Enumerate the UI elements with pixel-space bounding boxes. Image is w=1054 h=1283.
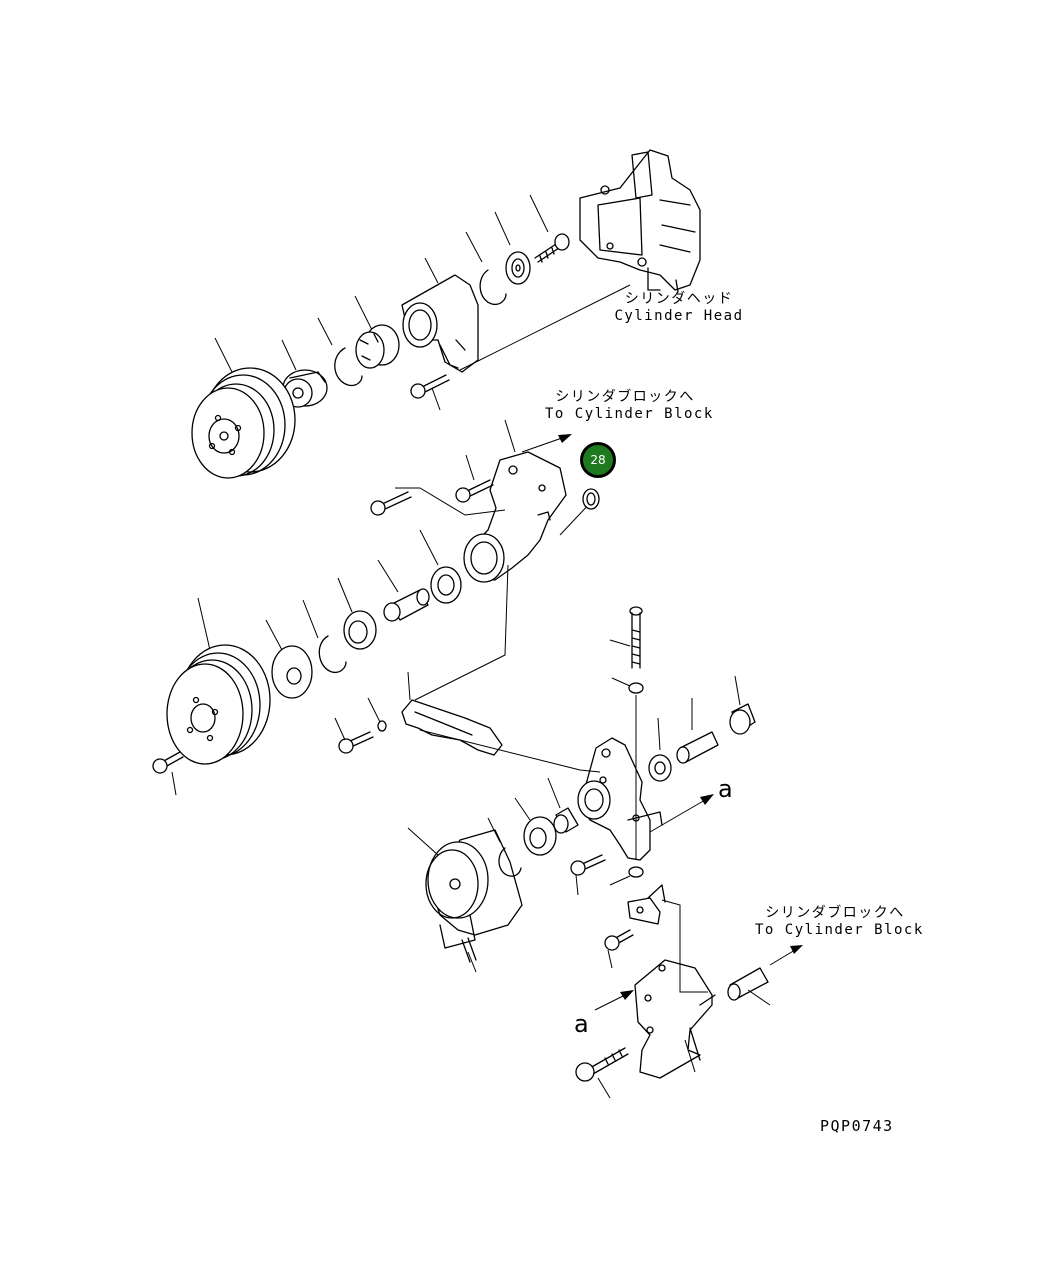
- lower-tensioner-bracket: [577, 737, 663, 861]
- snap-ring: [334, 347, 363, 387]
- to-cylinder-block-label-1-jp: シリンダブロックへ: [555, 389, 695, 405]
- to-cylinder-block-label-1-en: To Cylinder Block: [545, 406, 714, 422]
- shaft-middle: [383, 588, 430, 622]
- snap-ring: [318, 635, 347, 674]
- leader: [302, 599, 319, 639]
- bushing-lower: [553, 807, 579, 834]
- leader: [514, 797, 531, 821]
- hub-middle: [271, 645, 313, 699]
- small-bracket: [627, 884, 666, 925]
- bearing-middle-2: [343, 610, 377, 650]
- bearing-lower: [523, 816, 557, 856]
- lower-mounting-bracket: [634, 959, 716, 1079]
- bolt-upper: [534, 233, 570, 263]
- pulley-upper: [191, 367, 296, 479]
- bolt-vertical: [629, 606, 643, 669]
- connection-line: [661, 899, 708, 993]
- leader: [377, 559, 399, 593]
- leader: [317, 317, 333, 346]
- washer: [377, 720, 387, 732]
- connection-line: [395, 487, 506, 516]
- arrow-a-lower: [594, 990, 634, 1011]
- arrow-to-cylinder-block-2: [769, 945, 803, 966]
- leader: [354, 295, 373, 331]
- o-ring-28: [582, 488, 600, 510]
- leader: [607, 949, 613, 969]
- leader: [609, 639, 631, 647]
- leader: [684, 1039, 696, 1073]
- bolt-bracket-upper: [410, 374, 450, 399]
- leader: [407, 671, 411, 701]
- bearing-middle: [430, 566, 462, 604]
- reference-a-right: a: [718, 775, 733, 803]
- leader: [575, 874, 579, 896]
- bolt-lower-2: [604, 929, 634, 951]
- connection-line-head: [459, 284, 631, 371]
- leader: [609, 875, 631, 886]
- leader: [431, 387, 441, 411]
- cap-right: [729, 703, 756, 735]
- leader: [597, 1077, 611, 1099]
- connection-line: [414, 564, 509, 701]
- nut-right: [648, 754, 672, 782]
- leader: [611, 677, 631, 687]
- leader: [265, 619, 283, 651]
- leader: [424, 257, 439, 284]
- to-cylinder-block-label-2: シリンダブロックへ To Cylinder Block: [755, 905, 924, 939]
- connection-line: [419, 729, 601, 773]
- leader: [747, 989, 771, 1006]
- leader: [171, 771, 177, 796]
- arrow-to-cylinder-block-1: [521, 434, 572, 453]
- tensioner-plate: [505, 251, 531, 285]
- leader: [281, 339, 297, 371]
- leader: [547, 777, 561, 809]
- adjusting-arm: [401, 699, 503, 756]
- bolt-middle-2: [455, 479, 494, 503]
- to-cylinder-block-label-2-jp: シリンダブロックへ: [765, 905, 905, 921]
- to-cylinder-block-label-2-en: To Cylinder Block: [755, 922, 924, 938]
- leader: [465, 231, 483, 263]
- leader: [504, 419, 516, 453]
- cylinder-head-label-en: Cylinder Head: [614, 308, 744, 324]
- drawing-code: PQP0743: [820, 1117, 894, 1135]
- leader: [337, 577, 353, 613]
- snap-ring: [498, 847, 522, 877]
- bolt-arm: [338, 731, 374, 754]
- leader: [367, 697, 381, 723]
- snap-ring: [479, 269, 507, 306]
- cylinder-head: [579, 149, 701, 293]
- cylinder-head-label: シリンダヘッド Cylinder Head: [614, 291, 744, 325]
- leader: [334, 717, 346, 741]
- washer: [628, 682, 644, 694]
- bolt-middle-1: [370, 491, 412, 516]
- leader: [407, 827, 439, 856]
- cylinder-head-label-jp: シリンダヘッド: [624, 291, 734, 307]
- spacer-lower: [727, 967, 769, 1001]
- leader: [467, 951, 477, 973]
- pin-right: [676, 731, 719, 764]
- leader: [657, 717, 661, 751]
- upper-tensioner-bracket: [401, 274, 479, 373]
- bolt-pulley-middle: [152, 751, 184, 774]
- bearing-upper: [355, 324, 400, 369]
- long-bolt-lower: [575, 1047, 629, 1082]
- bolt-lower-middle: [570, 854, 606, 876]
- leader: [529, 194, 549, 233]
- leader: [465, 454, 475, 481]
- to-cylinder-block-label-1: シリンダブロックへ To Cylinder Block: [545, 389, 714, 423]
- middle-bracket: [463, 451, 567, 583]
- leader: [734, 675, 741, 706]
- nut: [628, 866, 644, 878]
- idler-pulley-lower: [425, 829, 523, 963]
- reference-a-lower: a: [574, 1010, 589, 1038]
- pulley-middle: [166, 644, 271, 765]
- arrow-a-right: [649, 794, 714, 833]
- leader: [419, 529, 439, 566]
- leader: [197, 597, 211, 651]
- callout-badge-28[interactable]: 28: [580, 442, 616, 478]
- leader: [494, 211, 511, 246]
